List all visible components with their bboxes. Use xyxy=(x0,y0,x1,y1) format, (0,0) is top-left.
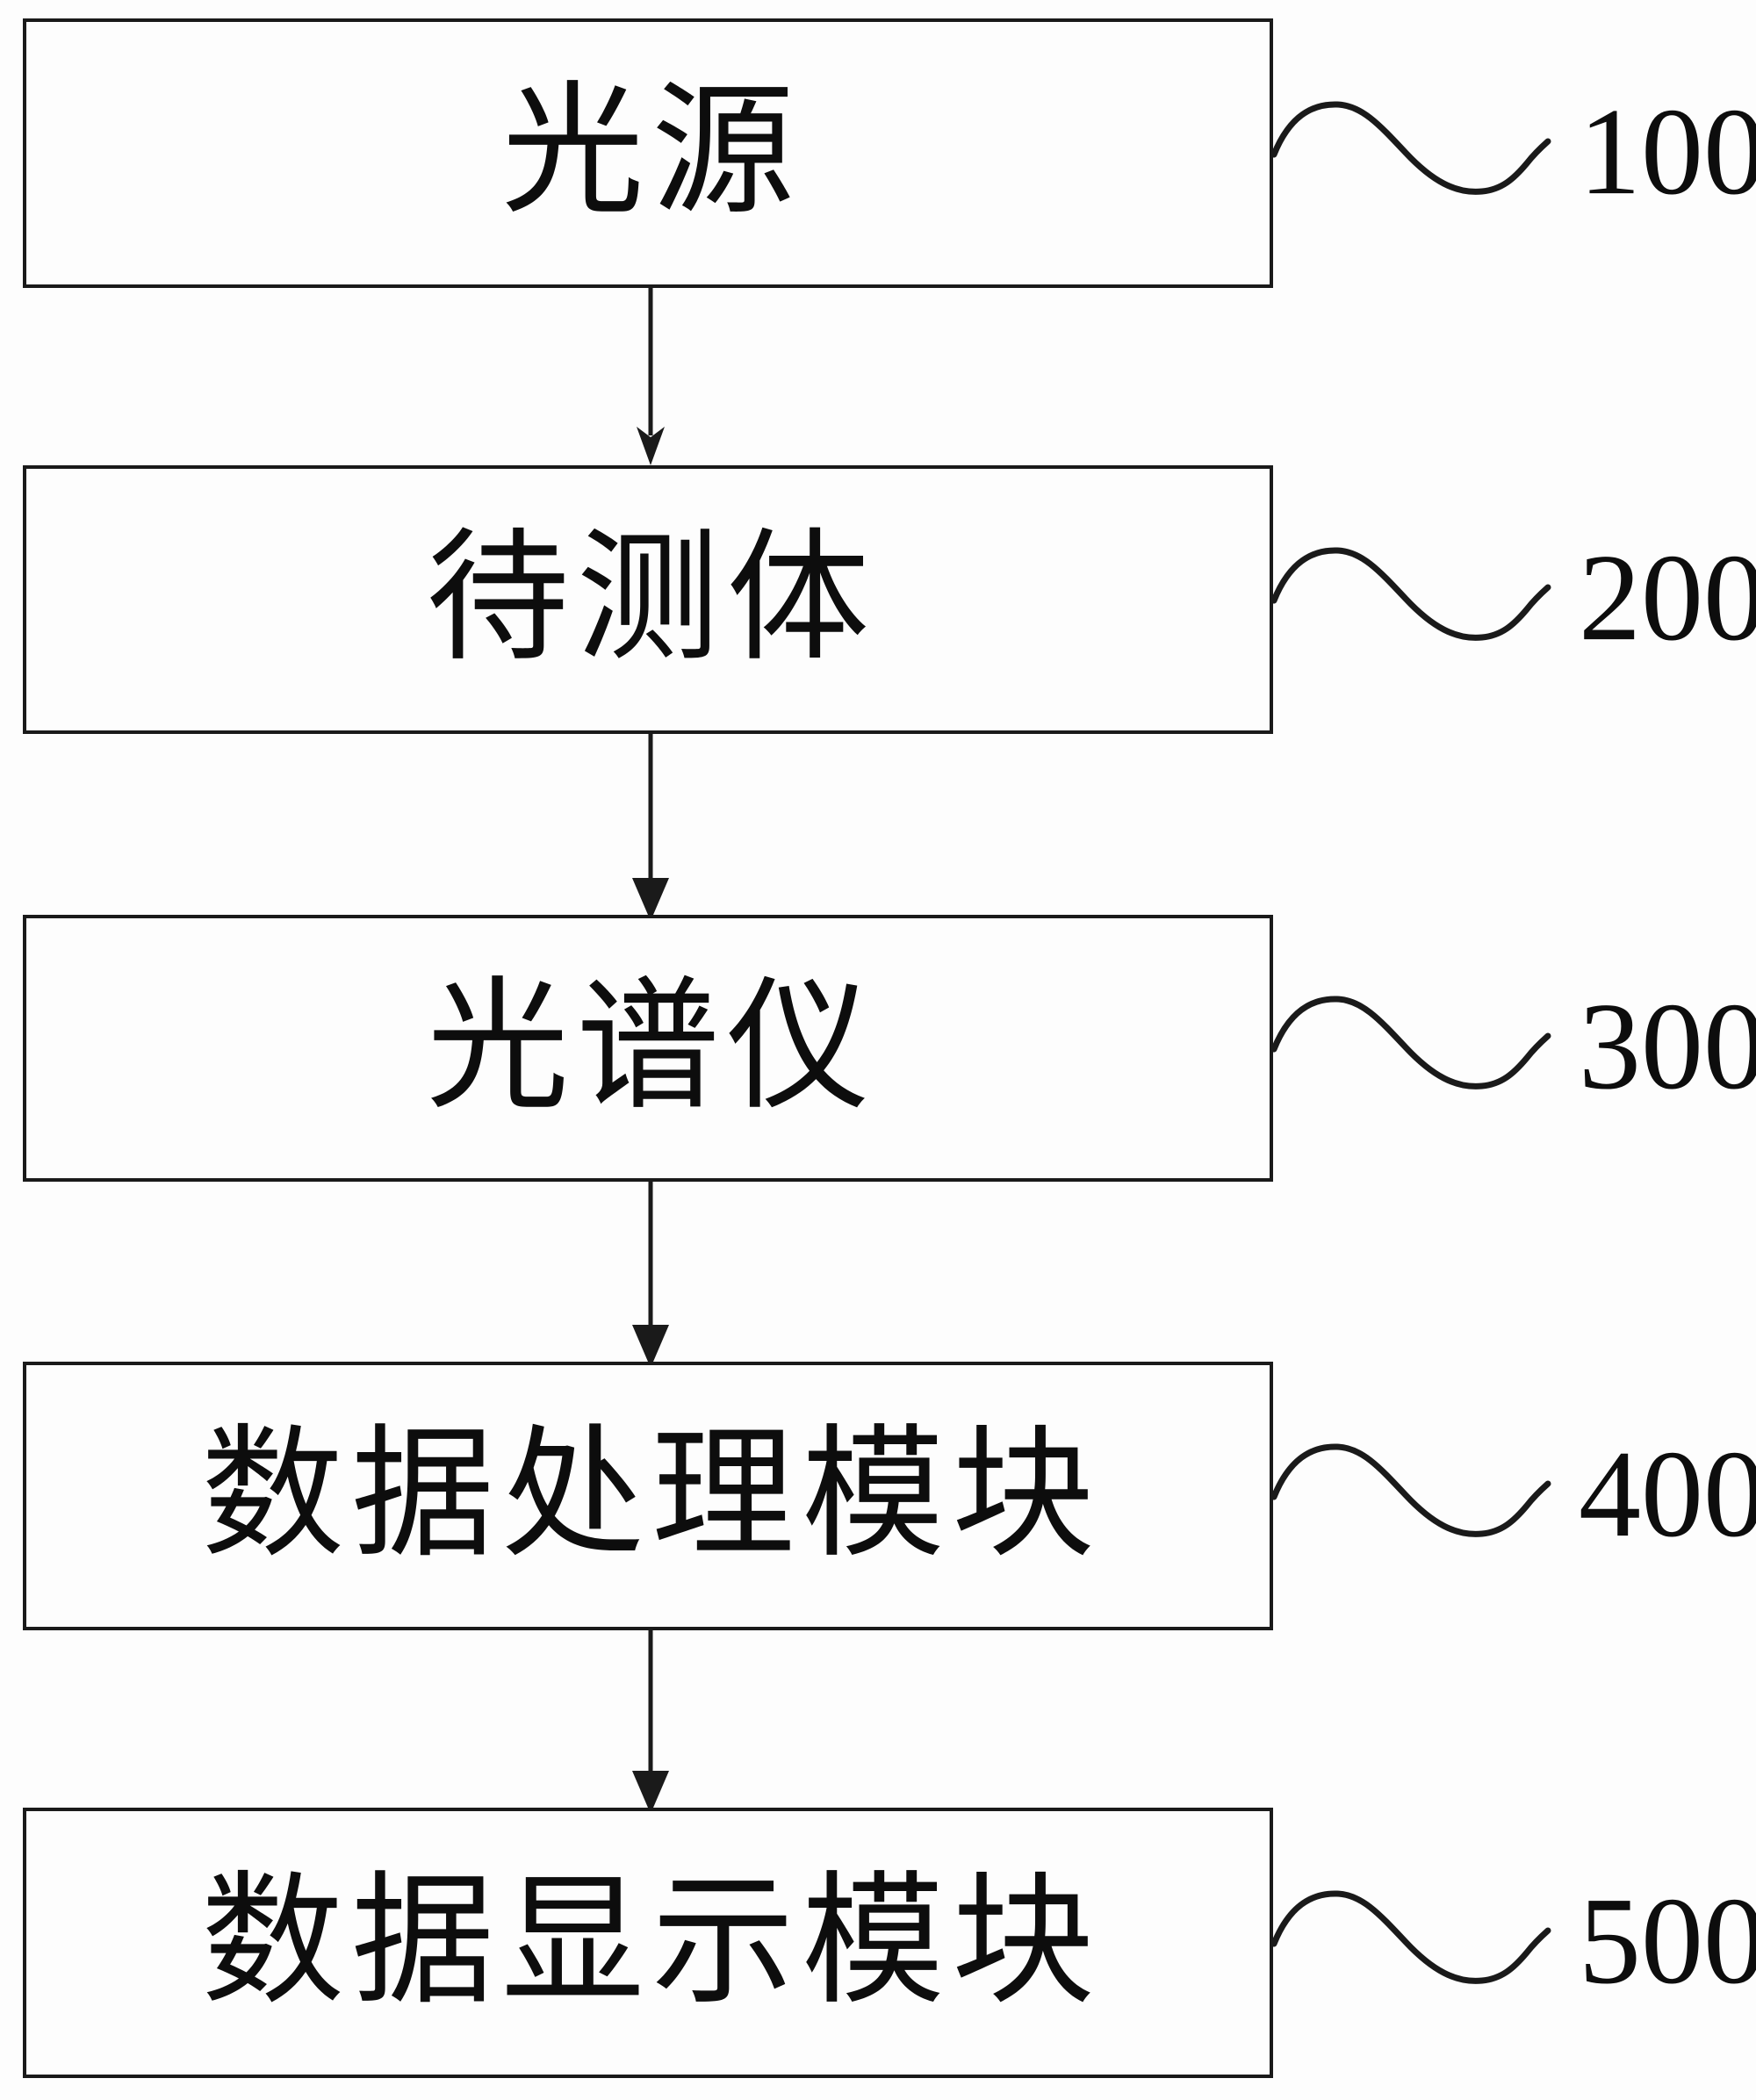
ref-numeral-200: 200 xyxy=(1579,528,1756,667)
module-label: 待测体 xyxy=(426,520,877,679)
module-box-object-under-test: 待测体 xyxy=(23,465,1273,734)
down-arrow-icon xyxy=(632,1630,669,1808)
module-label: 数据显示模块 xyxy=(200,1863,1102,2022)
leader-squiggle-icon xyxy=(1270,996,1551,1090)
module-label: 光源 xyxy=(500,74,802,232)
down-arrow-icon xyxy=(637,288,665,465)
module-box-light-source: 光源 xyxy=(23,18,1273,288)
module-box-spectrometer: 光谱仪 xyxy=(23,915,1273,1182)
down-arrow-icon xyxy=(632,1182,669,1362)
ref-numeral-500: 500 xyxy=(1579,1871,1756,2010)
module-label: 光谱仪 xyxy=(426,968,877,1127)
leader-squiggle-icon xyxy=(1270,101,1551,195)
leader-squiggle-icon xyxy=(1270,547,1551,641)
ref-numeral-300: 300 xyxy=(1579,976,1756,1116)
module-box-data-display: 数据显示模块 xyxy=(23,1808,1273,2078)
down-arrow-icon xyxy=(632,734,669,915)
module-box-data-processing: 数据处理模块 xyxy=(23,1362,1273,1630)
leader-squiggle-icon xyxy=(1270,1890,1551,1984)
ref-numeral-100: 100 xyxy=(1579,82,1756,221)
ref-numeral-400: 400 xyxy=(1579,1424,1756,1564)
module-label: 数据处理模块 xyxy=(200,1416,1102,1575)
leader-squiggle-icon xyxy=(1270,1443,1551,1537)
